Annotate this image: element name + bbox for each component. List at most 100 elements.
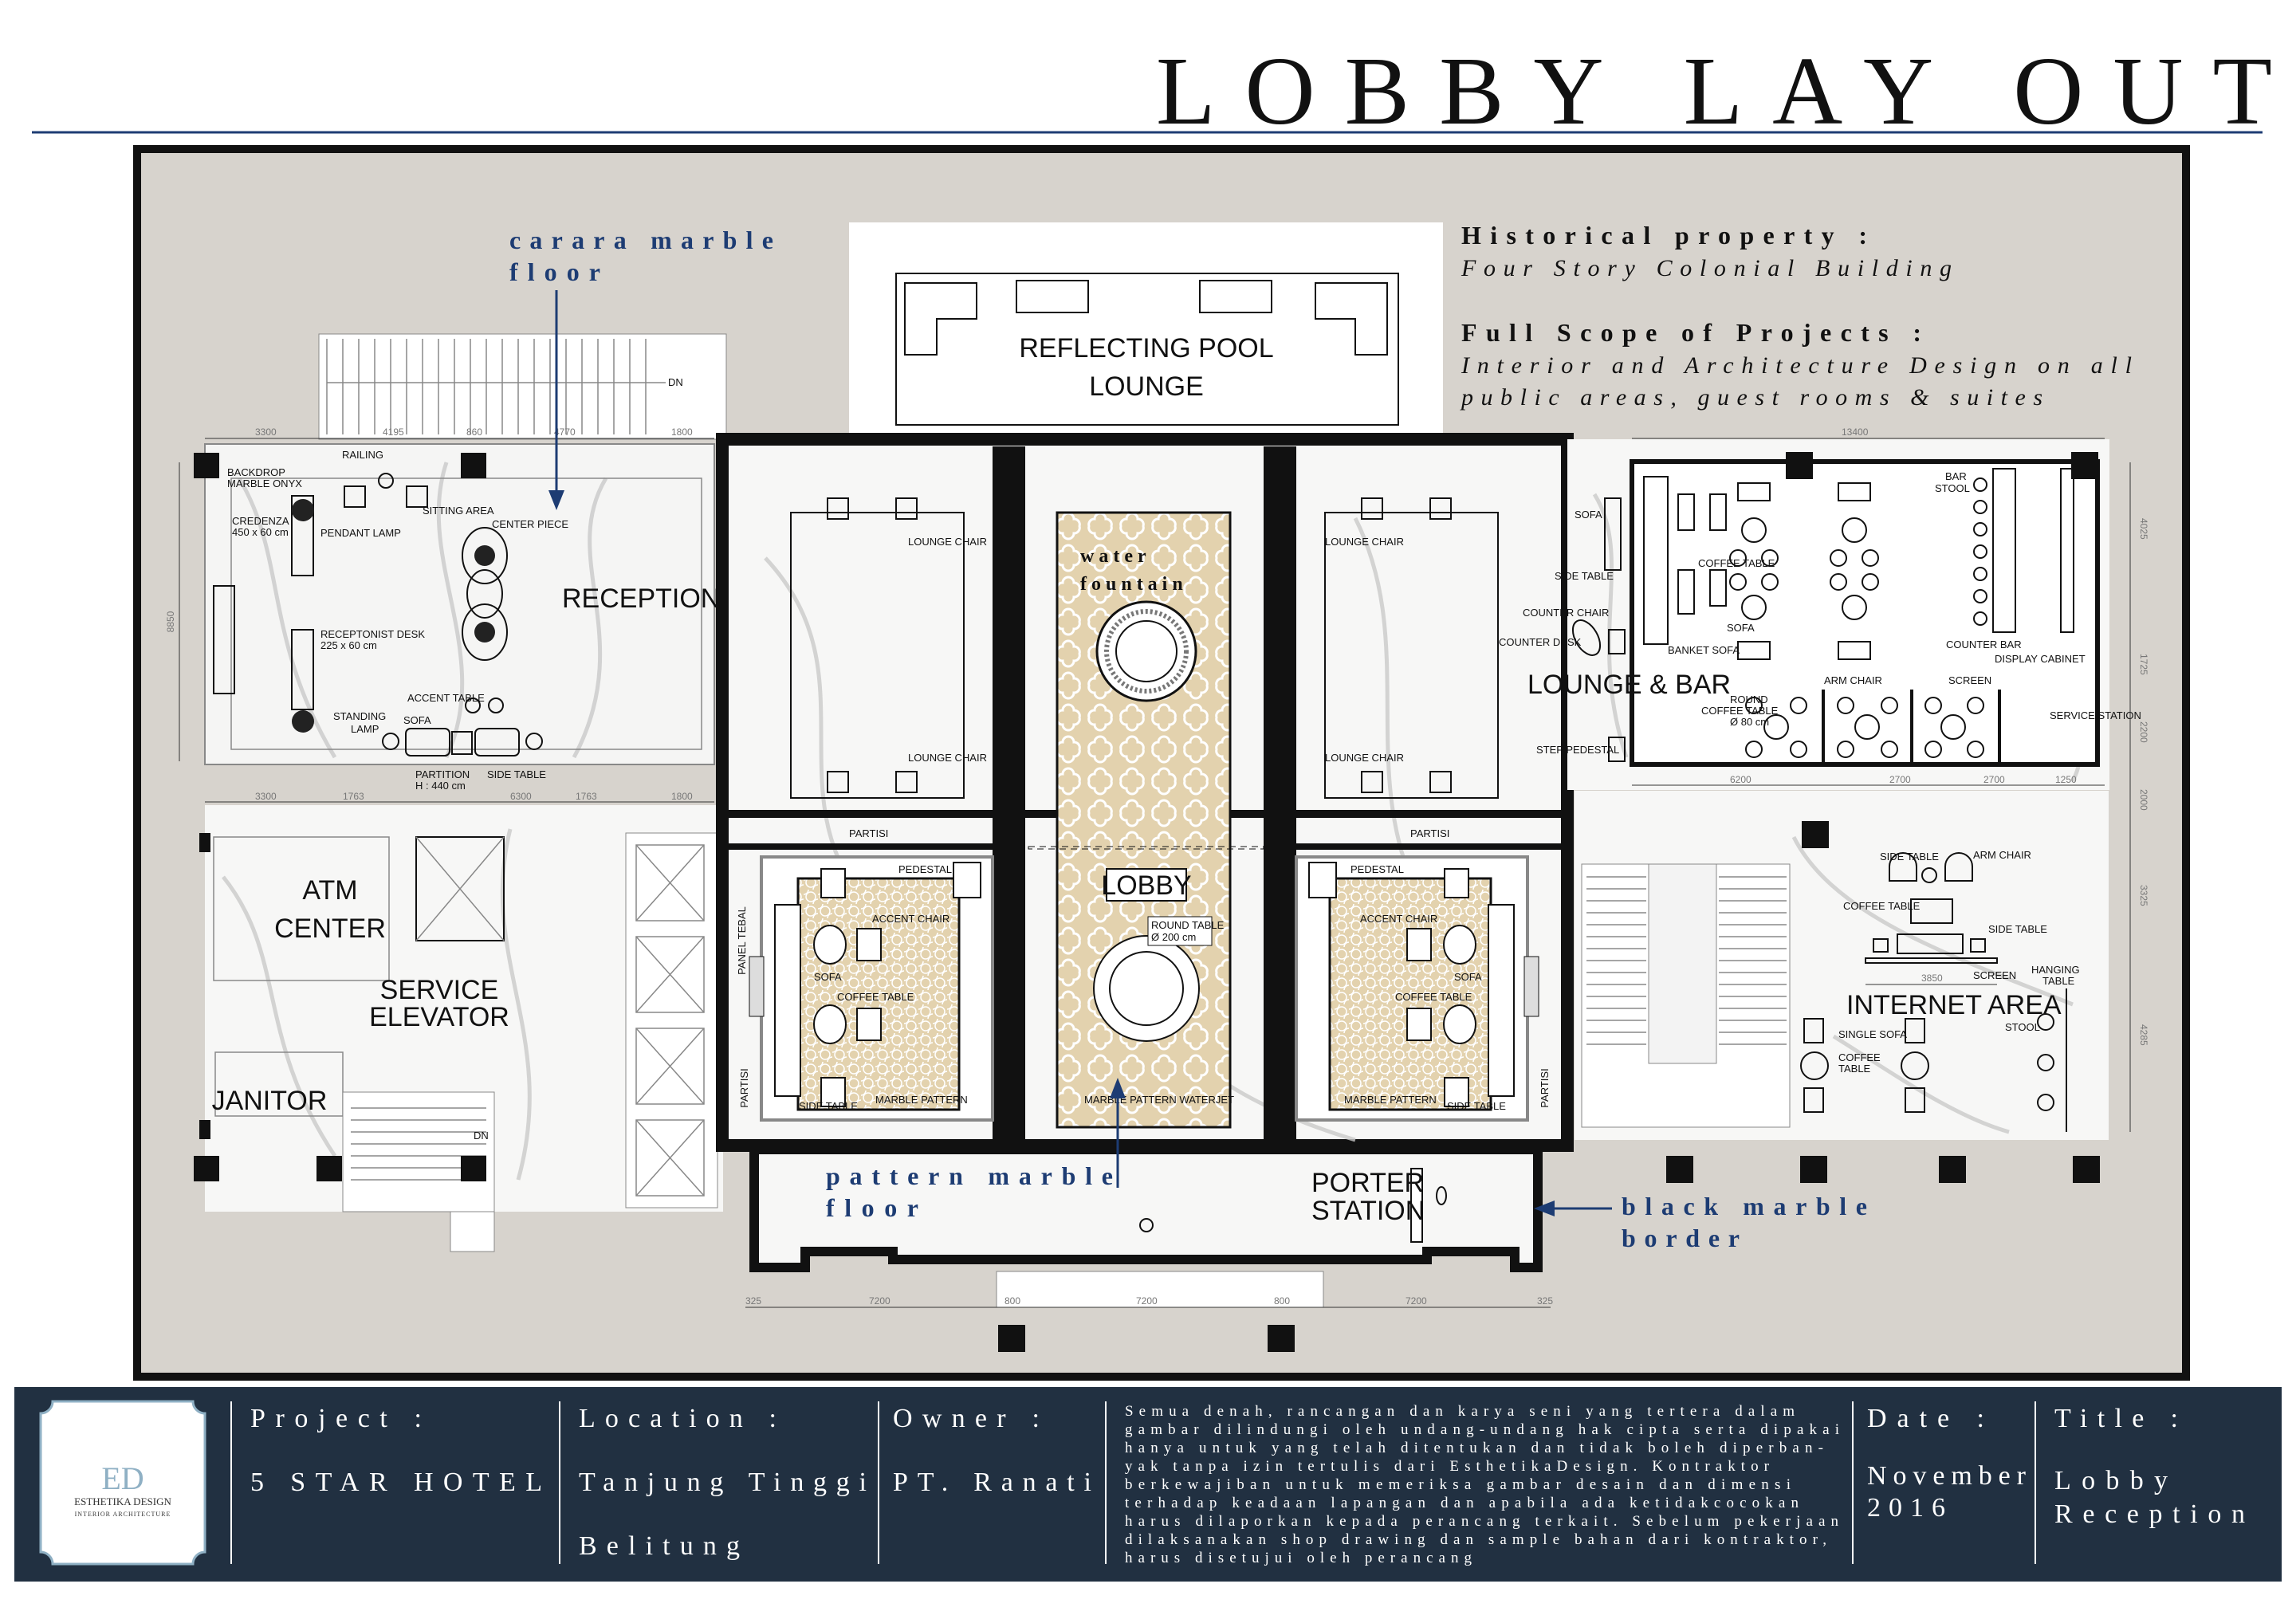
label-single-sofa: SINGLE SOFA (1838, 1028, 1907, 1040)
label-lounge-chair: LOUNGE CHAIR (908, 752, 987, 764)
dim: 1800 (671, 791, 693, 802)
dim: 2000 (2138, 789, 2149, 811)
logo: ED ESTHETIKA DESIGN INTERIOR ARCHITECTUR… (39, 1400, 206, 1566)
label-counter-bar: COUNTER BAR (1946, 639, 2022, 650)
dim: 3300 (255, 426, 277, 438)
label-marble-pattern: MARBLE PATTERN (1344, 1094, 1437, 1106)
title-line-2: Reception (2054, 1499, 2245, 1529)
label-side-table: SIDE TABLE (1880, 851, 1939, 863)
label-lamp: LAMP (351, 723, 379, 735)
label-table: TABLE (1838, 1063, 1871, 1075)
label-backdrop: BACKDROP (227, 466, 285, 478)
label-partisi: PARTISI (1539, 1068, 1551, 1107)
label-credenza-size: 450 x 60 cm (232, 526, 289, 538)
label-service-station: SERVICE STATION (2050, 709, 2141, 721)
stair-down-label: DN (474, 1130, 489, 1142)
dim: 2200 (2138, 721, 2149, 743)
logo-mark: ED (101, 1460, 144, 1496)
label-arm-chair: ARM CHAIR (1973, 849, 2031, 861)
label-side-table: SIDE TABLE (1447, 1100, 1506, 1112)
room-label-center: CENTER (274, 914, 386, 944)
label-screen: SCREEN (1948, 674, 1991, 686)
dim: 2700 (1889, 774, 1911, 785)
label-partisi: PARTISI (849, 827, 888, 839)
room-label-atm: ATM (302, 875, 357, 906)
reception-area: RECEPTION RAILING BACKDROP MARBLE ONYX S… (165, 426, 720, 803)
label-credenza: CREDENZA (232, 515, 289, 527)
dim: 800 (1005, 1295, 1020, 1307)
title-block: ED ESTHETIKA DESIGN INTERIOR ARCHITECTUR… (14, 1387, 2282, 1582)
label-coffee: COFFEE (1838, 1051, 1881, 1063)
dim: 325 (745, 1295, 761, 1307)
room-label-internet: INTERNET AREA (1846, 990, 2062, 1020)
label-bar: BAR (1945, 470, 1967, 482)
label-step-pedestal: STEP PEDESTAL (1536, 744, 1619, 756)
label-marble-onyx: MARBLE ONYX (227, 477, 302, 489)
logo-name: ESTHETIKA DESIGN (74, 1495, 171, 1507)
label-stool: STOOL (1935, 482, 1970, 494)
label-desk-size: 225 x 60 cm (320, 639, 377, 651)
dim: 3325 (2138, 885, 2149, 906)
label-pendant-lamp: PENDANT LAMP (320, 527, 401, 539)
label-coffee-table: COFFEE TABLE (837, 991, 914, 1003)
label-round-table: ROUND TABLE (1151, 919, 1225, 931)
dim: 6200 (1730, 774, 1751, 785)
logo-tagline: INTERIOR ARCHITECTURE (75, 1511, 171, 1518)
label-receptionist-desk: RECEPTONIST DESK (320, 628, 425, 640)
room-label-janitor: JANITOR (212, 1086, 328, 1116)
dim: 1800 (671, 426, 693, 438)
label-coffee-table: COFFEE TABLE (1698, 557, 1775, 569)
label-sofa: SOFA (1575, 509, 1602, 521)
date-label: Date : (1867, 1404, 1984, 1433)
label-accent-chair: ACCENT CHAIR (1360, 913, 1437, 925)
dim: 4195 (383, 426, 404, 438)
label-sofa: SOFA (1727, 622, 1755, 634)
dim: 7200 (869, 1295, 890, 1307)
label-counter-desk: COUNTER DESK (1499, 636, 1582, 648)
room-label-lobby: LOBBY (1101, 870, 1191, 901)
label-hanging-table: TABLE (2042, 975, 2075, 987)
label-side-table: SIDE TABLE (799, 1100, 858, 1112)
label-round-coffee-table: COFFEE TABLE (1701, 705, 1779, 717)
label-arm-chair: ARM CHAIR (1824, 674, 1882, 686)
dim: 2700 (1983, 774, 2005, 785)
label-sofa: SOFA (814, 971, 842, 983)
dim: 7200 (1406, 1295, 1427, 1307)
label-accent-chair: ACCENT CHAIR (872, 913, 949, 925)
label-sofa: SOFA (403, 714, 431, 726)
label-lounge-chair: LOUNGE CHAIR (1325, 752, 1404, 764)
dim: 4285 (2138, 1024, 2149, 1046)
lounge-bar-area: LOUNGE & BAR SOFA SIDE TABLE COUNTER CHA… (1499, 426, 2141, 790)
room-label-service: SERVICE (380, 975, 499, 1005)
arrow-down-icon (548, 490, 564, 510)
dim: 13400 (1842, 426, 1869, 438)
annotation-carara-1: carara marble (509, 226, 773, 254)
dim: 1250 (2055, 774, 2077, 785)
label-center-piece: CENTER PIECE (492, 518, 568, 530)
label-hanging: HANGING (2031, 964, 2080, 976)
label-round-size: Ø 80 cm (1730, 716, 1769, 728)
dim: 325 (1537, 1295, 1553, 1307)
annotation-water: water (1080, 546, 1151, 567)
label-round: ROUND (1730, 694, 1768, 705)
annotation-border-1: black marble (1622, 1192, 1867, 1220)
stair-down-label: DN (668, 376, 683, 388)
room-label-station: STATION (1311, 1196, 1425, 1226)
dim: 7200 (1136, 1295, 1158, 1307)
label-banket-sofa: BANKET SOFA (1668, 644, 1740, 656)
disclaimer-line: hanya untuk yang telah ditentukan dan ti… (1125, 1440, 1823, 1456)
label-pedestal: PEDESTAL (1350, 863, 1404, 875)
label-lounge-chair: LOUNGE CHAIR (1325, 536, 1404, 548)
location-line-1: Tanjung Tinggi (579, 1468, 867, 1497)
dim: 1763 (343, 791, 364, 802)
dim: 8850 (165, 611, 176, 632)
label-partisi: PARTISI (1410, 827, 1449, 839)
service-zone: ATM CENTER SERVICE ELEVATOR JANITOR DN (194, 805, 723, 1252)
label-lounge-chair: LOUNGE CHAIR (908, 536, 987, 548)
room-label-elevator: ELEVATOR (369, 1002, 509, 1032)
dim: 4770 (554, 426, 576, 438)
annotation-fountain: fountain (1080, 574, 1188, 595)
room-label-reflecting-pool: REFLECTING POOL (1019, 333, 1273, 364)
arrow-left-icon (1534, 1201, 1555, 1216)
